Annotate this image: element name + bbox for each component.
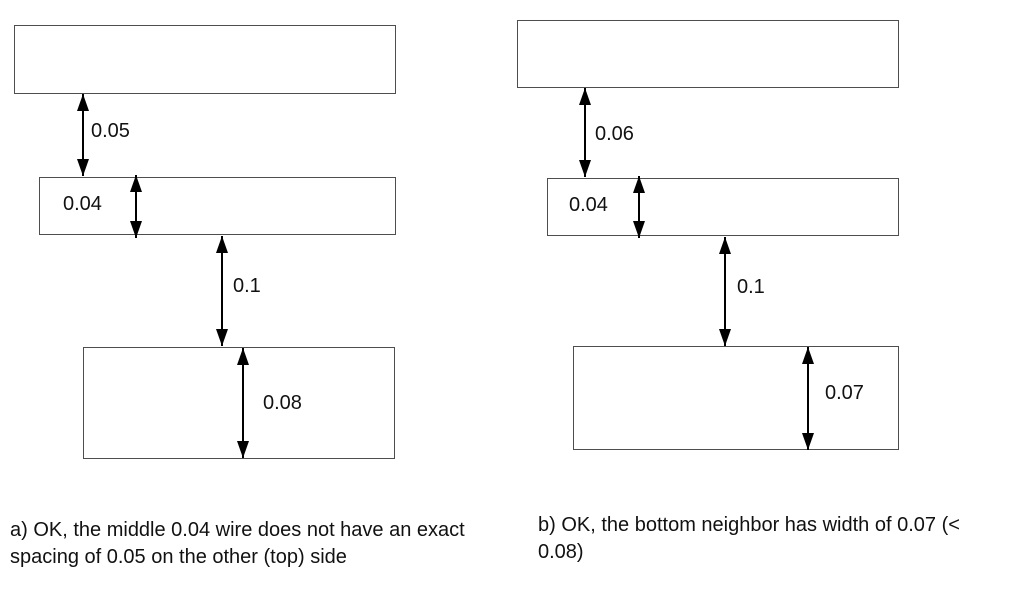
figure-a-bottom-spacing-arrow-icon — [216, 236, 228, 346]
figure-b-wire-width-label: 0.04 — [569, 194, 608, 216]
figure-b-bottom-spacing-arrow-icon — [719, 237, 731, 346]
figure-a-caption-line-2: spacing of 0.05 on the other (top) side — [10, 546, 347, 568]
figure-b-caption: b) OK, the bottom neighbor has width of … — [538, 512, 998, 566]
figure-b-bottom-spacing-label: 0.1 — [737, 276, 765, 298]
figure-a-caption: a) OK, the middle 0.04 wire does not hav… — [10, 517, 490, 571]
figure-b-caption-line-1: b) OK, the bottom neighbor has width of … — [538, 514, 960, 536]
figure-b-top-wire-rect — [517, 20, 899, 88]
figure-a-bottom-spacing-label: 0.1 — [233, 275, 261, 297]
figure-b-neighbor-width-arrow-icon — [802, 347, 814, 450]
figure-b-caption-line-2: 0.08) — [538, 541, 584, 563]
figure-b-bottom-wire-rect — [573, 346, 899, 450]
figure-a-wire-width-label: 0.04 — [63, 193, 102, 215]
figure-a-caption-line-1: a) OK, the middle 0.04 wire does not hav… — [10, 519, 465, 541]
figure-b-wire-width-arrow-icon — [633, 176, 645, 238]
figure-a-top-spacing-arrow-icon — [77, 94, 89, 176]
figure-b-top-spacing-label: 0.06 — [595, 123, 634, 145]
figure-a-wire-width-arrow-icon — [130, 175, 142, 238]
figure-a-top-wire-rect — [14, 25, 396, 94]
figure-a-neighbor-width-label: 0.08 — [263, 392, 302, 414]
figure-b-middle-wire-rect — [547, 178, 899, 236]
figure-b-top-spacing-arrow-icon — [579, 88, 591, 177]
figure-b-neighbor-width-label: 0.07 — [825, 382, 864, 404]
figure-a-neighbor-width-arrow-icon — [237, 348, 249, 458]
figure-a-middle-wire-rect — [39, 177, 396, 235]
figure-a-top-spacing-label: 0.05 — [91, 120, 130, 142]
